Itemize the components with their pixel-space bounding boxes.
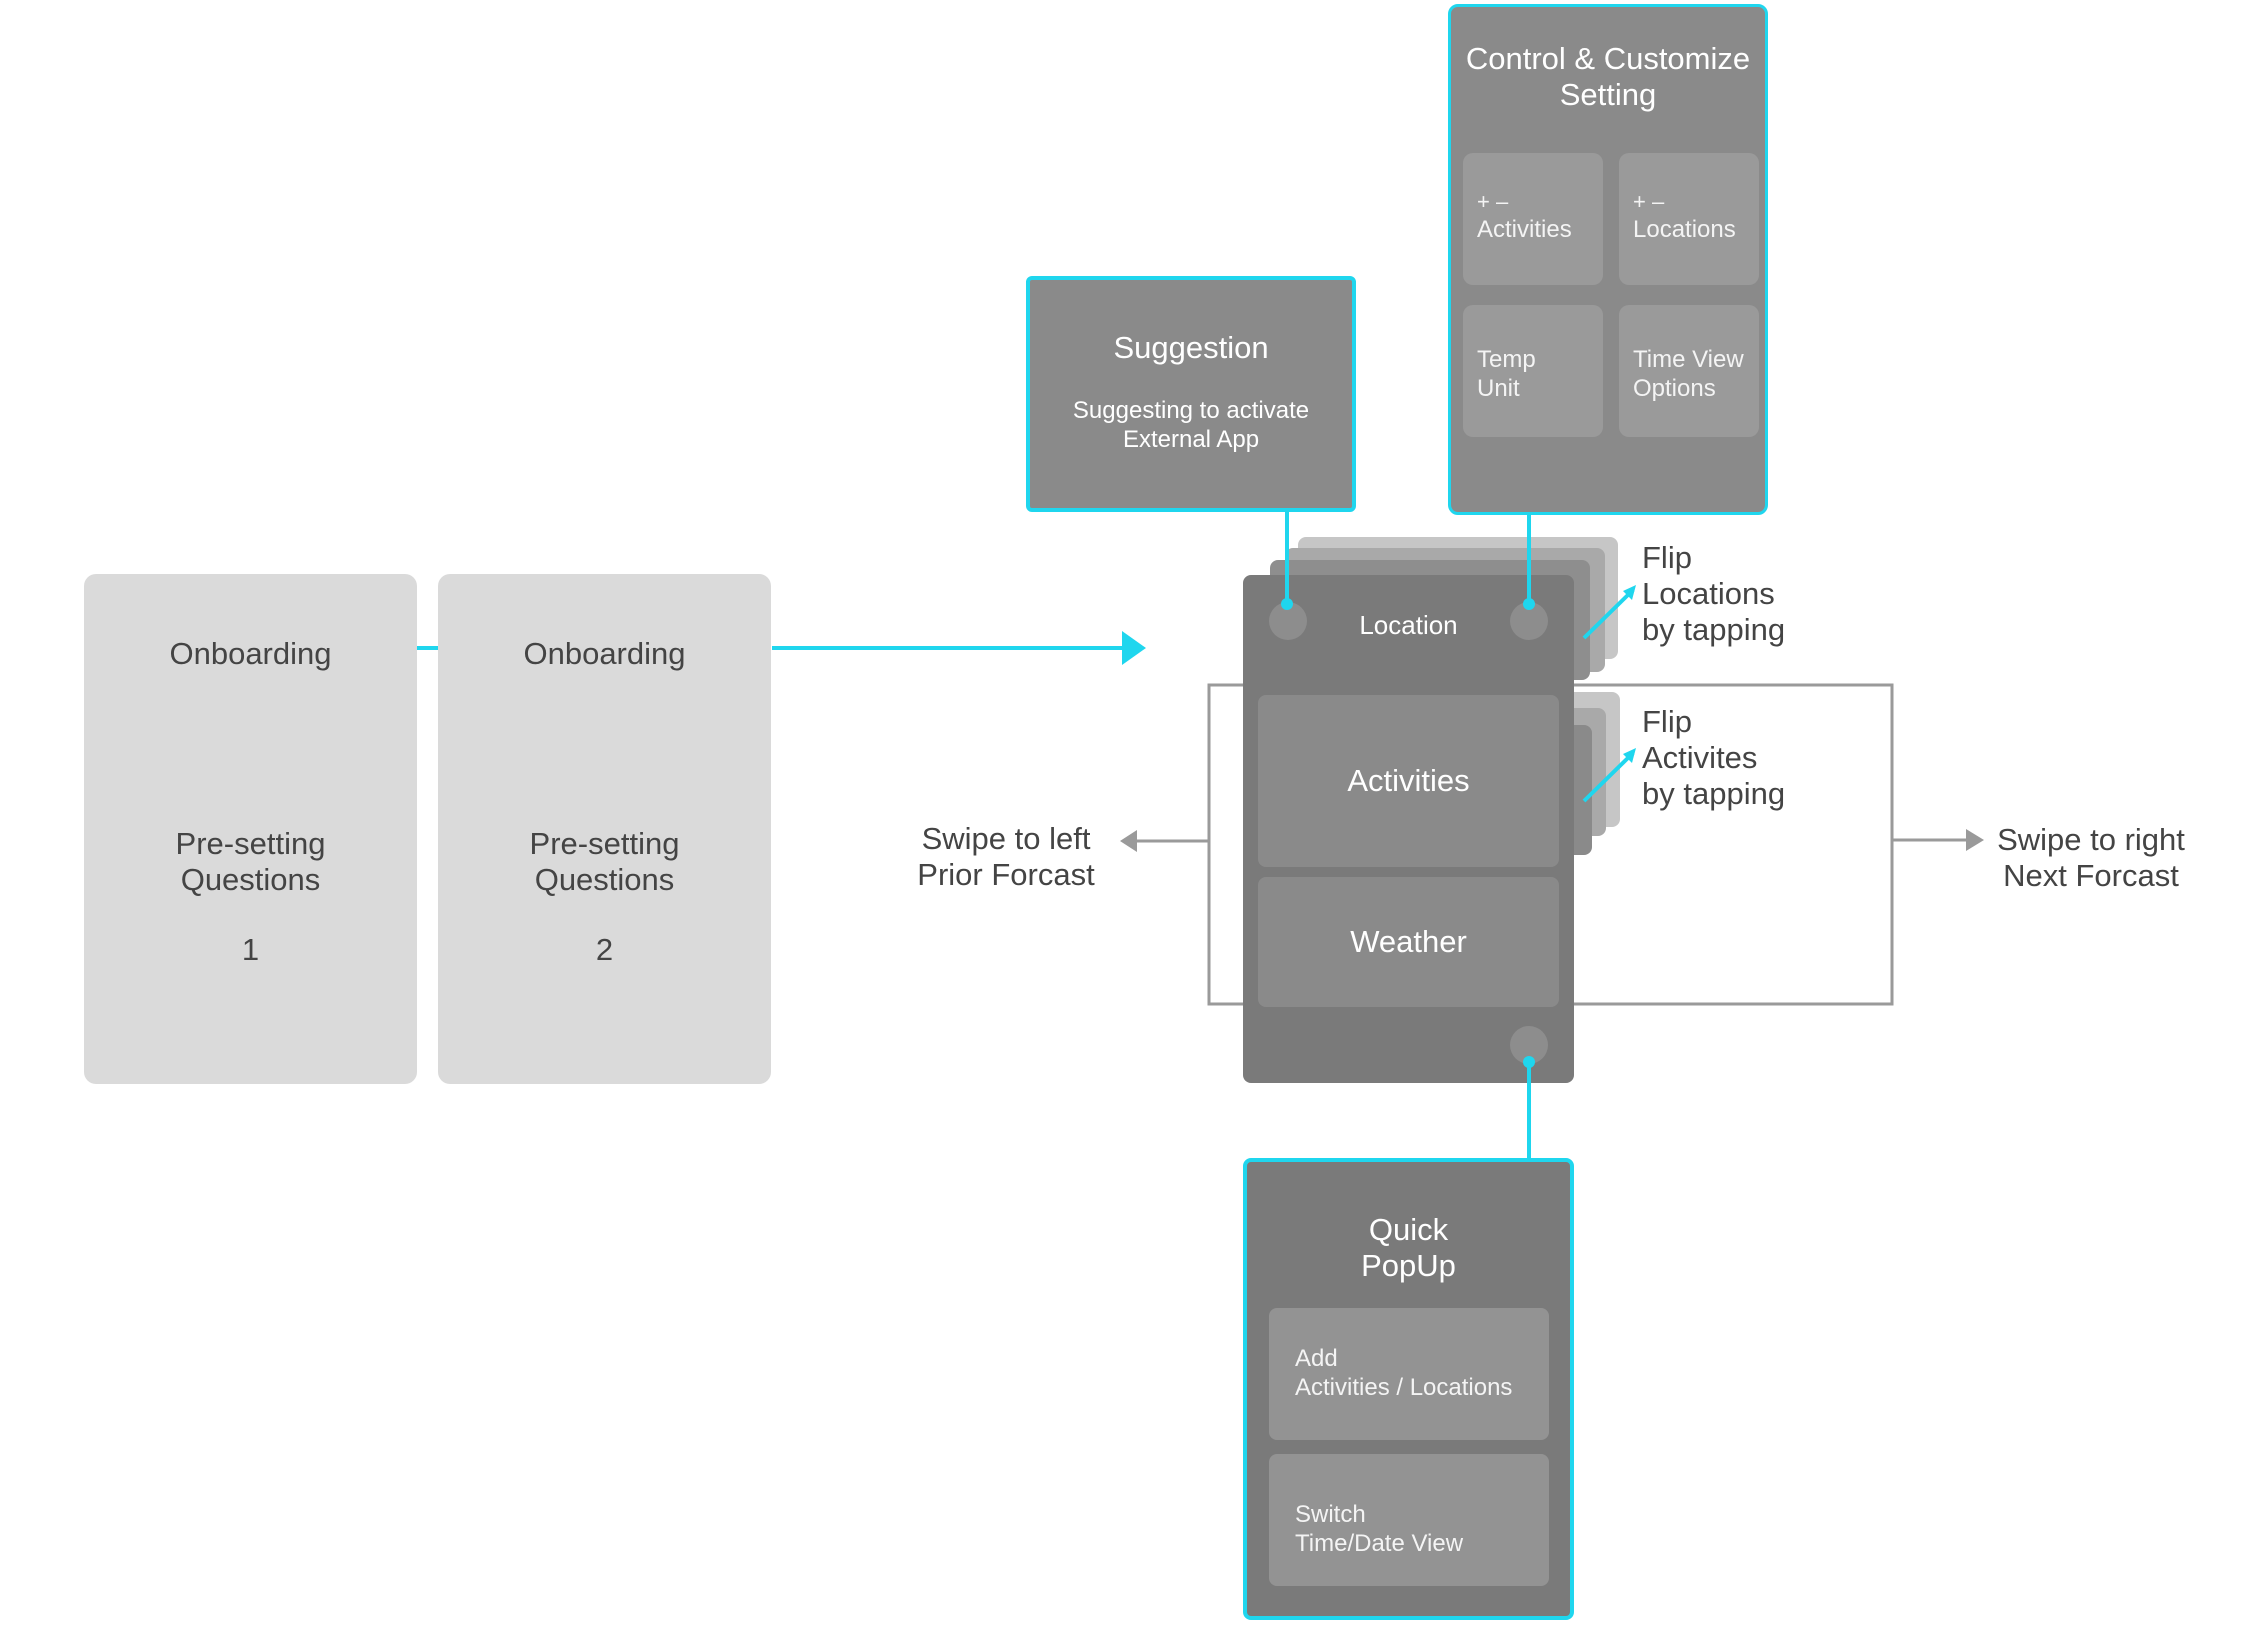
onboarding-title: Onboarding: [523, 636, 686, 671]
location-label[interactable]: Location: [1359, 610, 1458, 640]
swipe-left-note: Swipe to left Prior Forcast: [917, 821, 1095, 892]
swipe-left-frame: [1207, 683, 1243, 1006]
weather-panel[interactable]: Weather: [1258, 877, 1559, 1007]
flip-activities-arrowhead: [1623, 748, 1636, 763]
onboarding-card-1: Onboarding Pre-setting Questions 1: [84, 574, 417, 1084]
control-settings-card: Control & Customize Setting + – Activiti…: [1448, 4, 1768, 515]
plus-minus-icon: + –: [1633, 189, 1665, 214]
settings-tile-time-view: Time View Options: [1619, 305, 1759, 437]
quick-item-add: Add Activities / Locations: [1269, 1308, 1549, 1440]
quick-popup-title: Quick PopUp: [1361, 1212, 1456, 1283]
flip-locations-note: Flip Locations by tapping: [1642, 540, 1786, 647]
tile-label: Activities: [1477, 216, 1572, 243]
plus-minus-icon: + –: [1477, 189, 1509, 214]
onboarding-title: Onboarding: [169, 636, 332, 671]
swipe-right-frame: [1574, 683, 1894, 1006]
settings-tile-activities: + – Activities: [1463, 153, 1603, 285]
quick-item-switch: Switch Time/Date View: [1269, 1454, 1549, 1586]
settings-tile-locations: + – Locations: [1619, 153, 1759, 285]
settings-tile-temp-unit: Temp Unit: [1463, 305, 1603, 437]
onboarding-subtitle: Pre-setting Questions: [175, 826, 326, 897]
swipe-left-arrowhead: [1120, 830, 1137, 852]
quick-popup-connector-dot: [1523, 1056, 1535, 1068]
swipe-right-arrowhead: [1966, 829, 1984, 851]
onboarding-number: 2: [595, 932, 614, 967]
onboarding-arrowhead: [1122, 631, 1146, 665]
tile-label: Locations: [1633, 216, 1736, 243]
onboarding-number: 1: [241, 932, 260, 967]
swipe-right-note: Swipe to right Next Forcast: [1997, 822, 2185, 893]
suggestion-connector-dot: [1281, 598, 1293, 610]
suggestion-card: Suggestion Suggesting to activate Extern…: [1026, 276, 1356, 512]
flip-locations-arrow: [1582, 588, 1635, 640]
flip-activities-arrow: [1582, 751, 1635, 803]
activities-panel[interactable]: Activities: [1258, 695, 1559, 867]
flip-activities-note: Flip Activites by tapping: [1642, 704, 1786, 811]
onboarding-card-2: Onboarding Pre-setting Questions 2: [438, 574, 771, 1084]
quick-popup-card: Quick PopUp Add Activities / Locations S…: [1243, 1158, 1574, 1620]
suggestion-title: Suggestion: [1113, 330, 1269, 365]
control-title: Control & Customize Setting: [1465, 41, 1751, 112]
phone-screen: Location Activities Weather: [1243, 575, 1574, 1083]
flip-locations-arrowhead: [1623, 585, 1636, 600]
suggestion-subtitle: Suggesting to activate External App: [1072, 397, 1310, 453]
onboarding-subtitle: Pre-setting Questions: [529, 826, 680, 897]
settings-connector-dot: [1523, 598, 1535, 610]
